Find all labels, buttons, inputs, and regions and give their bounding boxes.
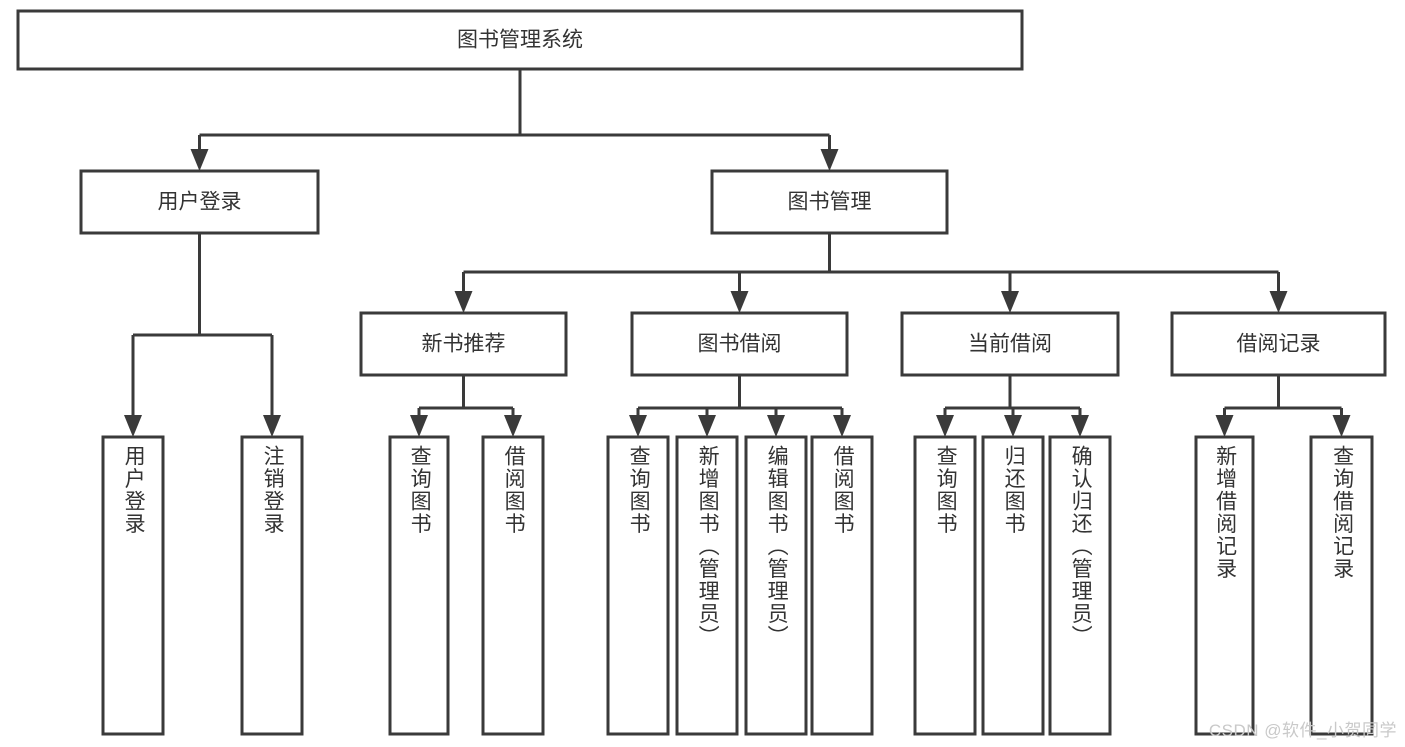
arrow-icon-l2-1-借阅图书: [833, 415, 851, 437]
arrow-icon-l2-0-借阅图书: [504, 415, 522, 437]
level1-node-box-图书管理[interactable]: [710, 169, 949, 235]
leaf-node-box-用户登录[interactable]: [101, 435, 165, 736]
csdn-watermark: CSDN @软件_小贺同学: [1208, 721, 1397, 740]
arrow-icon-user-login-用户登录: [124, 415, 142, 437]
leaf-node-box-借阅图书[interactable]: [810, 435, 874, 736]
leaf-node-box-注销登录[interactable]: [240, 435, 304, 736]
root-node-box-图书管理系统[interactable]: [16, 9, 1024, 71]
arrow-icon-user-login-注销登录: [263, 415, 281, 437]
root-node-label-图书管理系统: 图书管理系统: [457, 29, 583, 52]
connector-layer: [124, 69, 1351, 437]
leaf-node-box-查询图书[interactable]: [388, 435, 450, 736]
arrow-icon-l2-2-确认归还管理员: [1071, 415, 1089, 437]
arrow-icon-l2-1-编辑图书管理员: [767, 415, 785, 437]
arrow-icon-root-图书管理: [820, 149, 839, 171]
level2-node-box-新书推荐[interactable]: [359, 311, 568, 377]
arrow-icon-l2-1-查询图书: [629, 415, 647, 437]
node-box-layer: [16, 9, 1387, 736]
arrow-icon-l2-3-新增借阅记录: [1215, 415, 1234, 437]
level1-node-label-图书管理: 图书管理: [788, 191, 872, 214]
level1-node-label-用户登录: 用户登录: [158, 191, 242, 214]
level2-node-label-借阅记录: 借阅记录: [1237, 333, 1321, 356]
arrow-icon-l2-2-归还图书: [1004, 415, 1022, 437]
level2-node-label-新书推荐: 新书推荐: [422, 333, 506, 356]
level2-node-box-图书借阅[interactable]: [630, 311, 849, 377]
level2-node-box-借阅记录[interactable]: [1170, 311, 1387, 377]
leaf-node-box-编辑图书管理员[interactable]: [744, 435, 808, 736]
leaf-node-box-查询图书[interactable]: [606, 435, 670, 736]
arrow-icon-l2-3-查询借阅记录: [1332, 415, 1351, 437]
arrow-icon-book-mgmt-借阅记录: [1269, 291, 1288, 313]
arrow-icon-root-用户登录: [190, 149, 209, 171]
level2-node-box-当前借阅[interactable]: [900, 311, 1120, 377]
level2-node-label-图书借阅: 图书借阅: [698, 333, 782, 356]
level2-node-label-当前借阅: 当前借阅: [968, 333, 1052, 356]
arrow-icon-book-mgmt-图书借阅: [730, 291, 749, 313]
leaf-node-box-确认归还管理员[interactable]: [1048, 435, 1112, 736]
leaf-node-box-新增借阅记录[interactable]: [1194, 435, 1255, 736]
leaf-node-box-查询借阅记录[interactable]: [1309, 435, 1374, 736]
arrow-icon-l2-2-查询图书: [936, 415, 954, 437]
leaf-node-box-查询图书[interactable]: [913, 435, 977, 736]
leaf-node-box-新增图书管理员[interactable]: [675, 435, 739, 736]
leaf-node-box-借阅图书[interactable]: [481, 435, 545, 736]
arrow-icon-l2-1-新增图书管理员: [698, 415, 716, 437]
arrow-icon-book-mgmt-新书推荐: [454, 291, 473, 313]
arrow-icon-book-mgmt-当前借阅: [1001, 291, 1019, 313]
level1-node-box-用户登录[interactable]: [79, 169, 320, 235]
arrow-icon-l2-0-查询图书: [410, 415, 428, 437]
leaf-node-box-归还图书[interactable]: [981, 435, 1045, 736]
